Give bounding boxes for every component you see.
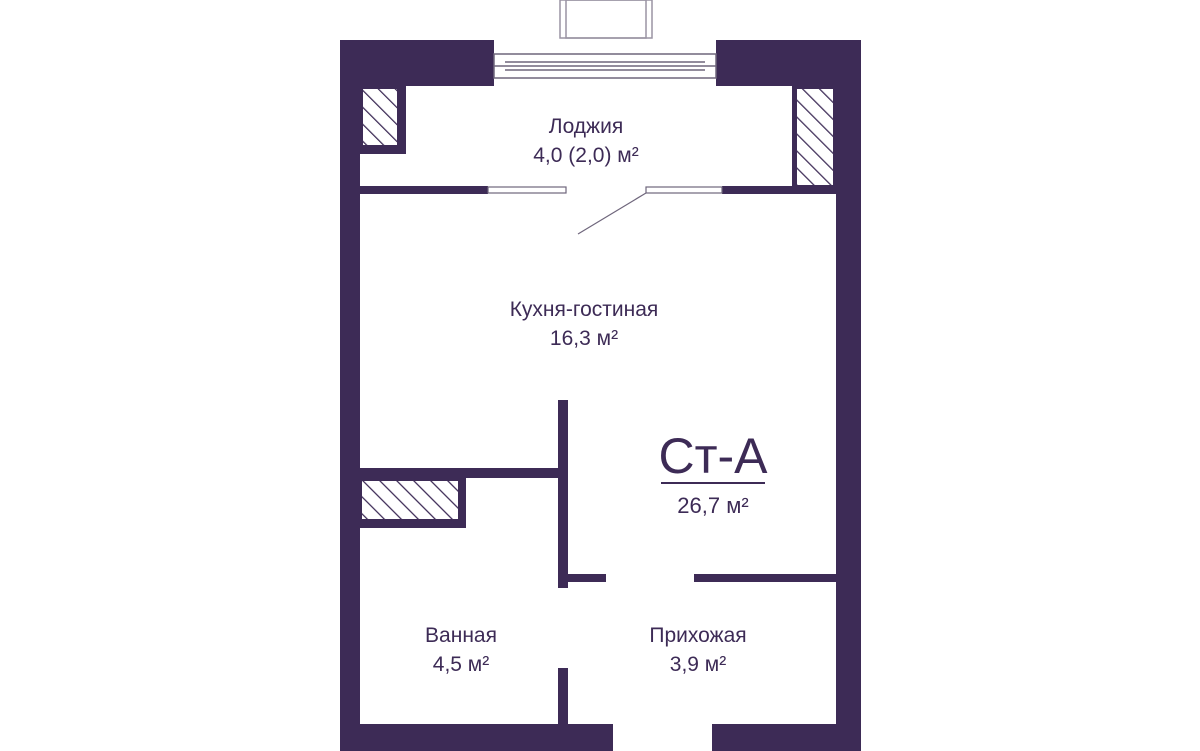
- bathroom-area: 4,5 м²: [433, 653, 489, 676]
- hallway-area: 3,9 м²: [670, 653, 726, 676]
- shaft-loggia-right: [797, 89, 833, 185]
- loggia-door: [487, 186, 723, 235]
- room-loggia: Лоджия 4,0 (2,0) м²: [533, 115, 638, 167]
- loggia-window: [493, 53, 717, 79]
- ventilation-shafts: [362, 89, 833, 519]
- balcony-frame: [559, 0, 653, 39]
- apartment-summary: Ст-А 26,7 м²: [658, 428, 768, 518]
- bathroom-name: Ванная: [425, 624, 497, 647]
- kitchen-living-name: Кухня-гостиная: [510, 298, 659, 321]
- apartment-total-area: 26,7 м²: [677, 493, 748, 518]
- loggia-name: Лоджия: [549, 115, 623, 138]
- hallway-name: Прихожая: [649, 624, 746, 647]
- kitchen-living-area: 16,3 м²: [550, 327, 618, 350]
- room-bathroom: Ванная 4,5 м²: [425, 624, 497, 676]
- apartment-type-label: Ст-А: [658, 428, 768, 484]
- loggia-area: 4,0 (2,0) м²: [533, 144, 638, 167]
- room-kitchen-living: Кухня-гостиная 16,3 м²: [510, 298, 659, 350]
- room-hallway: Прихожая 3,9 м²: [649, 624, 746, 676]
- shaft-loggia-left: [363, 89, 397, 145]
- shaft-bathroom: [362, 481, 458, 519]
